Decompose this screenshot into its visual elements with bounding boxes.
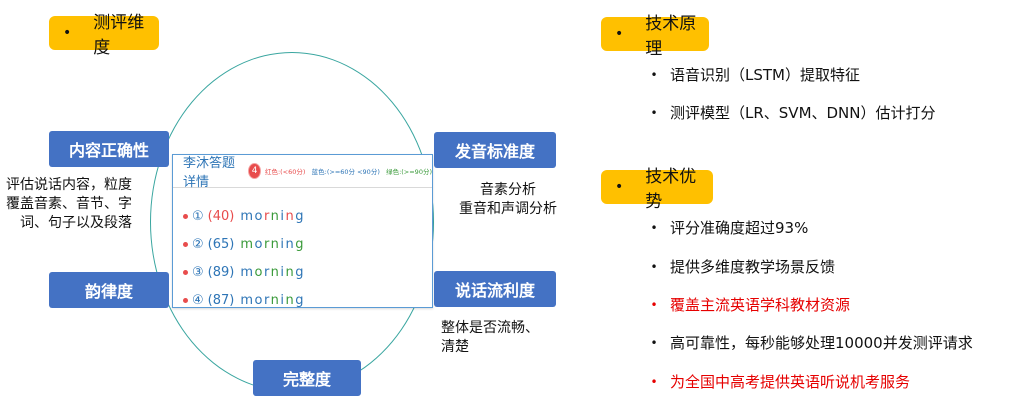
status-dot [183,297,188,303]
pronunciation-desc-line: 音素分析 [480,182,536,198]
row-score: (65) [207,236,235,252]
bullet: • [615,26,624,42]
word-letters: morning [240,292,305,308]
fluency-desc-line: 清楚 [441,339,469,355]
status-dot [183,241,188,247]
bullet: • [650,105,658,120]
content-description: 评估说话内容，粒度 覆盖音素、音节、字 词、句子以及段落 [6,176,132,233]
fluency-desc-line: 整体是否流畅、 [441,320,539,336]
answer-row[interactable]: ① (40) morning [173,202,432,230]
bullet: • [650,297,658,312]
tech-advantage-header: • 技术优势 [601,167,713,212]
advantage-item-highlight: • 为全国中高考提供英语听说机考服务 [638,371,910,392]
advantage-item-highlight: • 覆盖主流英语学科教材资源 [638,294,850,315]
tech-advantage-label: 技术优势 [645,167,697,212]
prosody-box: 韵律度 [49,272,169,308]
answer-row[interactable]: ④ (87) morning [173,286,432,314]
advantage-item: • 评分准确度超过93% [638,217,808,238]
fluency-box: 说话流利度 [434,271,556,307]
bullet: • [63,25,72,41]
score-legend: 红色:(<60分) 蓝色:(>=60分 <90分) 绿色:(>=90分) [265,166,432,176]
content-desc-line: 词、句子以及段落 [20,215,132,231]
row-score: (40) [207,208,235,224]
advantage-item-text: 高可靠性，每秒能够处理10000并发测评请求 [670,334,973,352]
pronunciation-desc-line: 重音和声调分析 [459,201,557,217]
status-dot [183,269,188,275]
fluency-description: 整体是否流畅、 清楚 [441,319,539,357]
answer-row[interactable]: ② (65) morning [173,230,432,258]
advantage-item: • 提供多维度教学场景反馈 [638,256,835,277]
row-index: ② [192,236,204,252]
row-index: ① [192,208,204,224]
row-index: ④ [192,292,204,308]
legend-green: 绿色:(>=90分) [386,168,432,176]
row-index: ③ [192,264,204,280]
content-accuracy-box: 内容正确性 [49,131,169,167]
bullet: • [615,179,624,195]
legend-blue: 蓝色:(>=60分 <90分) [311,168,380,176]
answer-row[interactable]: ③ (89) morning [173,258,432,286]
principle-item-text: 测评模型（LR、SVM、DNN）估计打分 [670,104,936,122]
pronunciation-description: 音素分析 重音和声调分析 [453,181,563,219]
bullet: • [650,335,658,350]
answer-detail-card: 李沐答题详情 4 红色:(<60分) 蓝色:(>=60分 <90分) 绿色:(>… [172,154,433,308]
row-score: (89) [207,264,235,280]
card-header: 李沐答题详情 4 红色:(<60分) 蓝色:(>=60分 <90分) 绿色:(>… [173,155,432,190]
principle-item: • 测评模型（LR、SVM、DNN）估计打分 [638,102,936,123]
content-desc-line: 评估说话内容，粒度 [6,177,132,193]
advantage-item-text: 提供多维度教学场景反馈 [670,258,836,276]
status-dot [183,213,188,219]
principle-item: • 语音识别（LSTM）提取特征 [638,64,860,85]
word-letters: morning [240,236,305,252]
content-desc-line: 覆盖音素、音节、字 [6,196,132,212]
card-title: 李沐答题详情 [183,156,236,190]
bullet: • [650,67,658,82]
word-letters: morning [240,264,305,280]
pronunciation-box: 发音标准度 [434,132,556,168]
bullet: • [650,259,658,274]
advantage-item-text: 为全国中高考提供英语听说机考服务 [670,373,911,391]
tech-principle-label: 技术原理 [645,14,697,59]
word-letters: morning [240,208,305,224]
assessment-dimensions-label: 测评维度 [93,13,145,58]
advantage-item: • 高可靠性，每秒能够处理10000并发测评请求 [638,332,973,353]
legend-red: 红色:(<60分) [264,168,306,176]
completeness-box: 完整度 [253,360,361,396]
tech-principle-header: • 技术原理 [601,14,709,59]
advantage-item-text: 覆盖主流英语学科教材资源 [670,296,851,314]
principle-item-text: 语音识别（LSTM）提取特征 [670,66,860,84]
row-score: (87) [207,292,235,308]
advantage-item-text: 评分准确度超过93% [670,219,809,237]
count-badge: 4 [248,163,261,179]
bullet: • [650,374,658,389]
assessment-dimensions-header: • 测评维度 [49,13,159,58]
bullet: • [650,220,658,235]
